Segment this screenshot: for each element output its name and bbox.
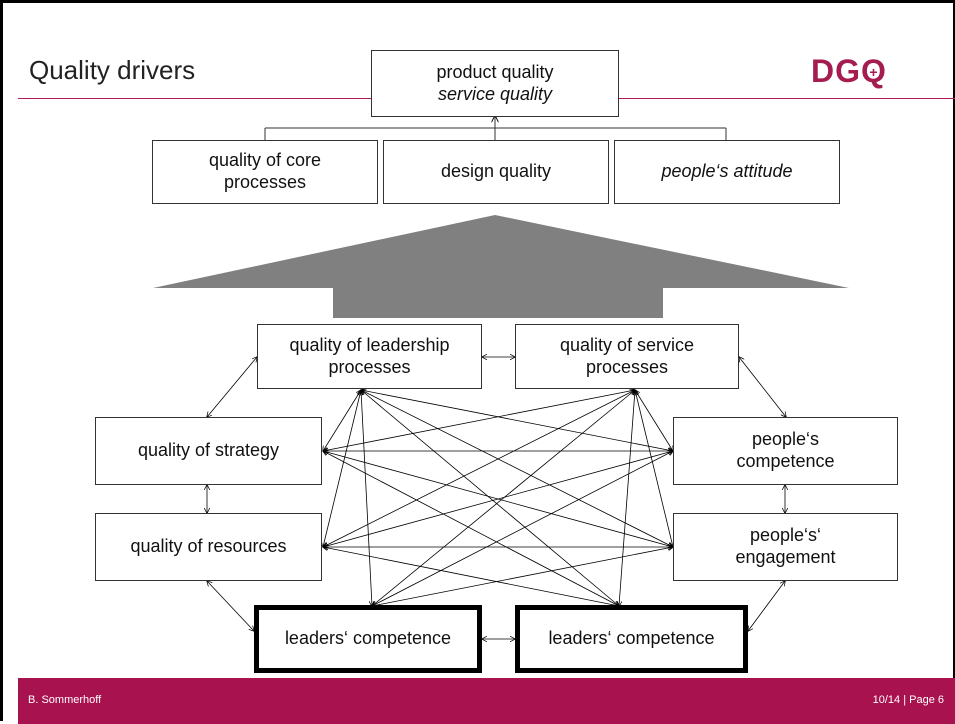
- leaders-competence-left-box: leaders‘ competence: [254, 605, 482, 673]
- big-up-arrow: [153, 215, 849, 318]
- strategy-box: quality of strategy: [95, 417, 322, 485]
- design-quality-box: design quality: [383, 140, 609, 204]
- product-quality-box: product quality service quality: [371, 50, 619, 117]
- service-quality-label: service quality: [437, 83, 553, 104]
- leadership-processes-box: quality of leadership processes: [257, 324, 482, 389]
- logo-plus-icon: +: [869, 64, 879, 81]
- product-quality-label: product quality: [436, 61, 554, 82]
- footer-page-number: 10/14 | Page 6: [872, 694, 944, 706]
- people-attitude-box: people‘s attitude: [614, 140, 840, 204]
- mesh-lines: [323, 390, 673, 606]
- footer-author: B. Sommerhoff: [28, 694, 102, 706]
- logo-text: DG: [811, 53, 861, 89]
- driver-bracket: [264, 116, 727, 140]
- diagram-connectors: [153, 3, 849, 724]
- core-processes-box: quality of core processes: [152, 140, 378, 204]
- resources-box: quality of resources: [95, 513, 322, 581]
- people-competence-box: people‘s competence: [673, 417, 898, 485]
- service-processes-box: quality of service processes: [515, 324, 739, 389]
- leaders-competence-right-box: leaders‘ competence: [515, 605, 748, 673]
- page-title: Quality drivers: [29, 55, 196, 85]
- logo-q: Q+: [861, 53, 887, 89]
- people-engagement-box: people‘s‘ engagement: [673, 513, 898, 581]
- footer-bar: B. Sommerhoff 10/14 | Page 6: [18, 678, 955, 724]
- neighbor-arrows: [207, 357, 786, 639]
